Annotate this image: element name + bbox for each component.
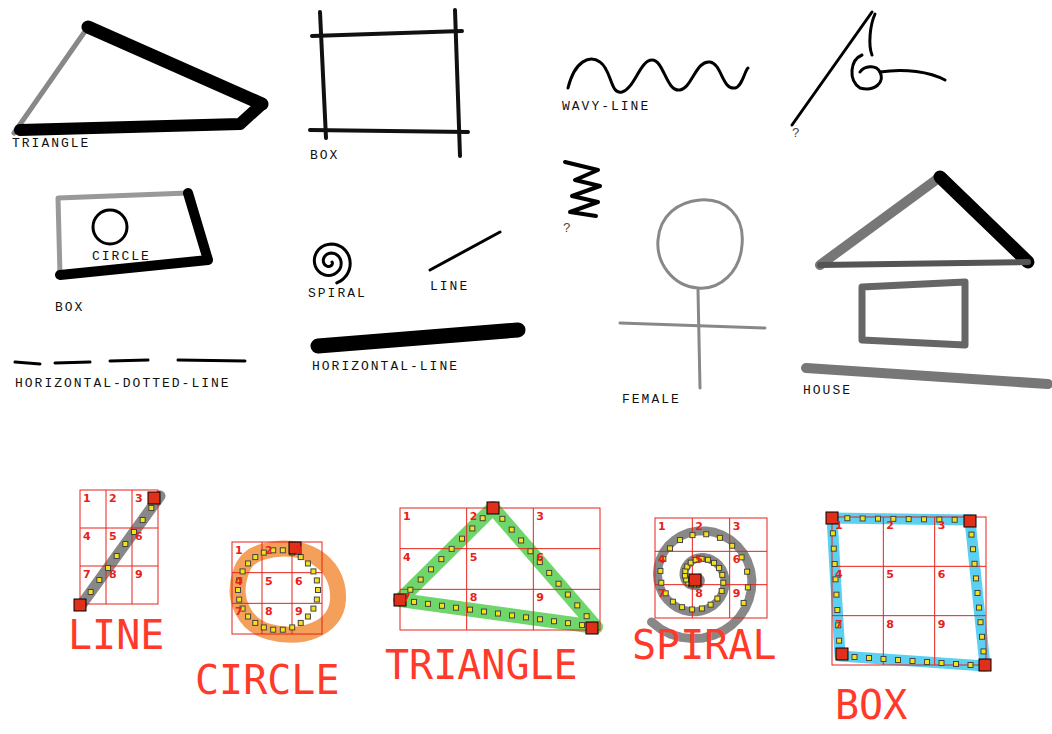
cell-number: 1: [835, 520, 843, 531]
cell-number: 2: [470, 511, 478, 522]
sketch-label: WAVY-LINE: [562, 100, 650, 113]
cell-number: 8: [265, 606, 273, 617]
cell-number: 4: [235, 576, 243, 587]
cell-number: 8: [695, 588, 703, 599]
cell-number: 7: [403, 592, 411, 603]
cell-number: 5: [109, 531, 117, 542]
sketch-label: TRIANGLE: [12, 137, 90, 150]
recognized-label: SPIRAL: [632, 625, 777, 665]
cell-number: 5: [695, 554, 703, 565]
cell-number: 7: [235, 606, 243, 617]
cell-number: 7: [658, 588, 666, 599]
cell-number: 9: [295, 606, 303, 617]
recognized-label: TRIANGLE: [385, 645, 578, 685]
cell-number: 5: [470, 552, 478, 563]
cell-number: 2: [886, 520, 894, 531]
recognized-label: LINE: [68, 615, 164, 655]
unknown-mark: ?: [792, 127, 800, 140]
cell-number: 4: [835, 569, 843, 580]
cell-number: 6: [536, 552, 544, 563]
cell-number: 1: [83, 493, 91, 504]
cell-number: 3: [733, 521, 741, 532]
cell-number: 8: [109, 569, 117, 580]
recognized-label: BOX: [835, 685, 907, 725]
cell-number: 9: [135, 569, 143, 580]
sketch-label: SPIRAL: [308, 287, 367, 300]
cell-number: 4: [83, 531, 91, 542]
cell-number: 5: [886, 569, 894, 580]
cell-number: 1: [658, 521, 666, 532]
cell-number: 5: [265, 576, 273, 587]
cell-number: 4: [658, 554, 666, 565]
cell-number: 8: [470, 592, 478, 603]
cell-number: 9: [733, 588, 741, 599]
unknown-mark: ?: [563, 222, 571, 235]
recognized-label: CIRCLE: [195, 660, 340, 700]
cell-number: 4: [403, 552, 411, 563]
cell-number: 6: [295, 576, 303, 587]
cell-number: 1: [235, 545, 243, 556]
cell-number: 1: [403, 511, 411, 522]
sketch-label: CIRCLE: [92, 250, 151, 263]
cell-number: 2: [109, 493, 117, 504]
cell-number: 9: [938, 619, 946, 630]
cell-number: 8: [886, 619, 894, 630]
sketch-label: LINE: [430, 280, 469, 293]
sketch-label: BOX: [310, 149, 339, 162]
cell-number: 6: [135, 531, 143, 542]
cell-number: 3: [295, 545, 303, 556]
cell-number: 6: [733, 554, 741, 565]
sketch-label: BOX: [55, 301, 84, 314]
cell-number: 2: [265, 545, 273, 556]
cell-number: 3: [536, 511, 544, 522]
sketch-label: HORIZONTAL-DOTTED-LINE: [15, 377, 231, 390]
sketch-label: FEMALE: [622, 393, 681, 406]
cell-number: 6: [938, 569, 946, 580]
cell-number: 9: [536, 592, 544, 603]
sketch-label: HOUSE: [803, 384, 852, 397]
cell-number: 7: [83, 569, 91, 580]
cell-number: 7: [835, 619, 843, 630]
cell-number: 3: [135, 493, 143, 504]
cell-number: 2: [695, 521, 703, 532]
sketch-label: HORIZONTAL-LINE: [312, 360, 459, 373]
cell-number: 3: [938, 520, 946, 531]
